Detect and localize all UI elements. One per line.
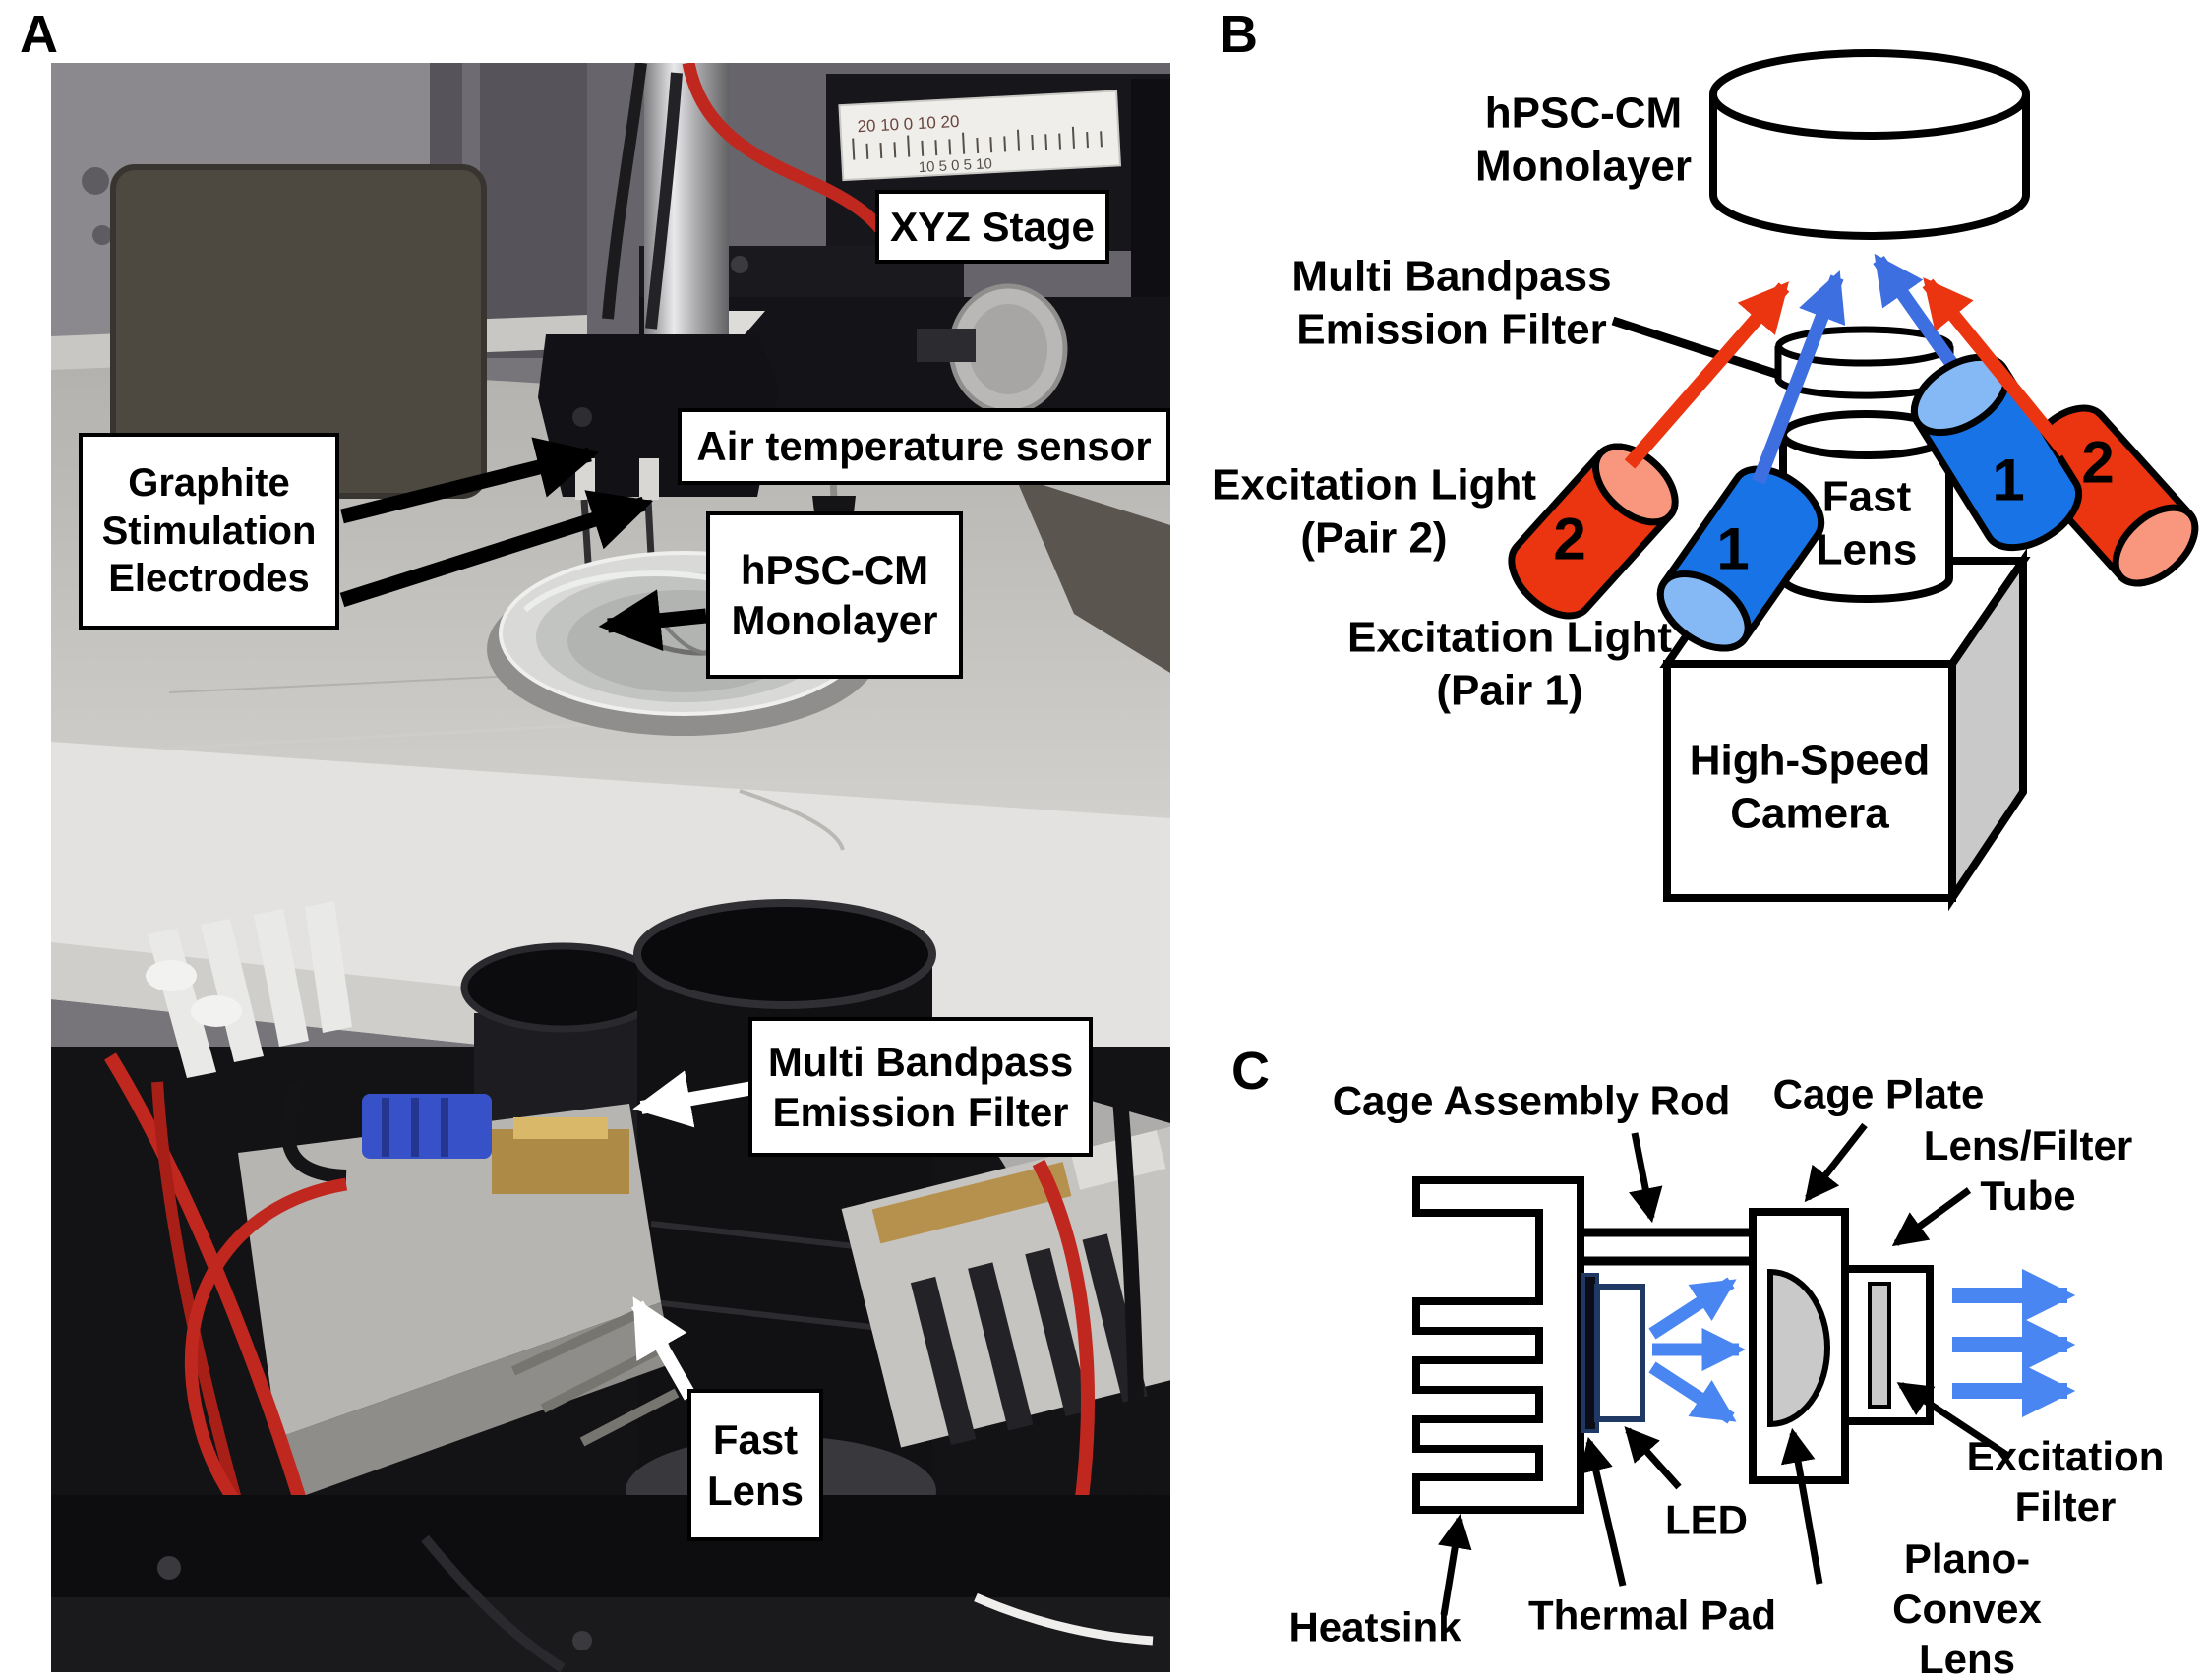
label-fast-lens-a: Fast Lens (687, 1389, 823, 1541)
table-scratch (109, 722, 603, 753)
label-heatsink: Heatsink (1288, 1603, 1461, 1650)
pointer-excitation-filter (1896, 1382, 2010, 1459)
excitation-arrow-blue-left (1752, 270, 1846, 485)
panel-c-letter: C (1231, 1042, 1270, 1101)
diagram-heatsink (1412, 1176, 1584, 1514)
pointer-emission-filter (1611, 316, 1778, 379)
label-lens-filter-tube: Lens/Filter Tube (1923, 1121, 2133, 1219)
pointer-plano-convex (1780, 1427, 1823, 1585)
panel-b-diagram (1508, 49, 2199, 912)
photo-white-connector (146, 960, 197, 991)
label-emission-filter-b: Multi Bandpass Emission Filter (1291, 252, 1612, 353)
diagram-led-pair2-left (1508, 443, 1679, 620)
label-num-1-left: 1 (1716, 515, 1750, 582)
label-plano-convex: Plano-Convex Lens (1892, 1535, 2042, 1680)
photo-stage-ruler: 20 10 0 10 20 10 5 0 5 10 (838, 90, 1122, 182)
slab-scratch (739, 789, 845, 851)
arrow-emission-filter (632, 1070, 755, 1128)
photo-base-front (51, 1597, 1170, 1672)
heatsink-fin-line (579, 1388, 680, 1447)
diagram-led-pair1-left (1656, 465, 1825, 652)
photo-left-heatsink-side (277, 1302, 673, 1499)
heatsink-fin-line (510, 1307, 644, 1376)
arrow-graphite-2 (339, 490, 654, 608)
panel-c-pointers (1437, 1122, 2010, 1616)
arrow-monolayer (598, 589, 707, 652)
photo-brass-top (513, 1117, 608, 1139)
label-excitation-pair2: Excitation Light (Pair 2) (1212, 460, 1536, 562)
photo-barrel-top (633, 899, 936, 1009)
panel-b-letter: B (1220, 5, 1258, 64)
excitation-arrow-red-right (1922, 277, 2071, 457)
white-cable (974, 1592, 1154, 1646)
photo-white-connector (191, 995, 242, 1027)
diagram-output-light (1952, 1268, 2076, 1418)
ruler-bottom-numbers: 10 5 0 5 10 (918, 155, 992, 176)
label-fast-lens-b: Fast Lens (1816, 472, 1918, 573)
pointer-cage-rod (1629, 1132, 1663, 1224)
diagram-led-pair1-right (1910, 353, 2083, 552)
pointer-cage-plate (1804, 1122, 1868, 1203)
arrow-fast-lens (630, 1296, 697, 1401)
label-monolayer-a: hPSC-CM Monolayer (706, 511, 963, 679)
pointer-led (1624, 1426, 1682, 1490)
pointer-heatsink (1437, 1513, 1472, 1616)
photo-black-wire (602, 63, 647, 320)
diagram-led (1594, 1284, 1645, 1422)
label-cage-rod: Cage Assembly Rod (1332, 1077, 1731, 1124)
photo-black-cable (280, 1083, 347, 1183)
panel-c-diagram (1412, 1122, 2076, 1616)
photo-black-wire-2 (645, 72, 683, 330)
panel-a-letter: A (20, 5, 58, 64)
diagram-excitation-filter (1868, 1282, 1891, 1409)
pointer-thermal-pad (1579, 1436, 1627, 1587)
base-screw (572, 1631, 592, 1650)
label-led: LED (1665, 1496, 1748, 1543)
diagram-monolayer-dish (1709, 49, 2030, 240)
photo-table-tray-right (1015, 476, 1170, 673)
base-cable (421, 1534, 566, 1672)
label-monolayer-b: hPSC-CM Monolayer (1474, 89, 1693, 190)
diagram-led-light (1648, 1277, 1746, 1424)
diagram-fast-lens (1779, 410, 1953, 603)
holder-hole (572, 407, 592, 427)
base-screw (157, 1556, 181, 1580)
excitation-arrow-red-left (1624, 281, 1790, 469)
photo-brass-block (492, 1129, 629, 1194)
arrow-graphite-1 (340, 437, 600, 524)
label-xyz-stage: XYZ Stage (875, 190, 1109, 264)
label-cage-plate: Cage Plate (1772, 1070, 1985, 1117)
photo-filter-top-lens (460, 942, 665, 1033)
wall-hole (82, 167, 109, 195)
pointer-lens-filter-tube (1891, 1187, 1972, 1247)
wall-hole (92, 225, 112, 245)
label-excitation-pair1: Excitation Light (Pair 1) (1347, 613, 1672, 714)
dish-highlight (523, 570, 713, 613)
stage-screw (731, 256, 748, 273)
label-num-1-right: 1 (1992, 447, 2025, 513)
photo-electrode-ferrule (639, 458, 659, 500)
label-emission-filter-a: Multi Bandpass Emission Filter (748, 1017, 1093, 1157)
diagram-cage-rod (1581, 1228, 1755, 1266)
label-num-2-left: 2 (1553, 506, 1586, 572)
label-excitation-filter: Excitation Filter (1966, 1432, 2165, 1530)
photo-blue-connector (362, 1094, 492, 1159)
diagram-led-pair2-right (2022, 404, 2199, 587)
diagram-emission-filter (1774, 326, 1954, 399)
panel-a-photo: 20 10 0 10 20 10 5 0 5 10 (51, 63, 1170, 1672)
photo-stage-shaft (917, 329, 976, 362)
label-num-2-right: 2 (2081, 429, 2115, 496)
label-thermal-pad: Thermal Pad (1527, 1591, 1777, 1639)
label-graphite-electrodes: Graphite Stimulation Electrodes (79, 433, 339, 630)
photo-stage-knob-inner (969, 304, 1047, 394)
label-air-temp-sensor: Air temperature sensor (678, 408, 1170, 485)
diagram-plano-convex-lens (1767, 1268, 1830, 1428)
label-camera: High-Speed Camera (1689, 736, 1931, 837)
